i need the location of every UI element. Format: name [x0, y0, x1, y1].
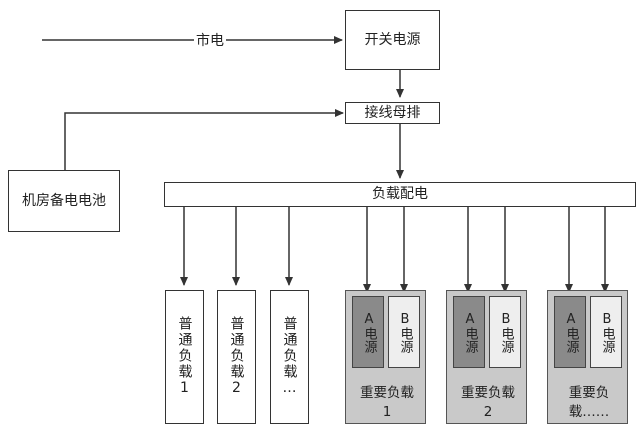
mains-label: 市电: [194, 30, 226, 50]
load-distribution-node: 负载配电: [164, 182, 636, 207]
important-load-group-2: A电源 B电源 重要负载2: [446, 290, 527, 424]
power-a-box: A电源: [352, 296, 384, 368]
important-load-2-label: 重要负载2: [461, 385, 515, 420]
normal-load-2: 普通负载2: [217, 290, 256, 424]
important-load-3-label: 重要负载……: [568, 385, 610, 420]
power-b-box: B电源: [590, 296, 622, 368]
power-a-box: A电源: [554, 296, 586, 368]
normal-load-2-label: 普通负载2: [228, 316, 245, 398]
normal-load-1-label: 普通负载1: [176, 316, 193, 398]
normal-load-3: 普通负载…: [270, 290, 309, 424]
power-a-box: A电源: [453, 296, 485, 368]
battery-node: 机房备电电池: [8, 170, 120, 232]
important-load-1-label: 重要负载1: [360, 385, 414, 420]
normal-load-3-label: 普通负载…: [281, 316, 298, 398]
switch-power-node: 开关电源: [345, 10, 440, 70]
battery-to-busbar: [64, 109, 344, 170]
important-load-group-1: A电源 B电源 重要负载1: [345, 290, 426, 424]
power-b-box: B电源: [489, 296, 521, 368]
battery-label: 机房备电电池: [22, 192, 106, 209]
busbar-node: 接线母排: [345, 102, 440, 124]
power-b-box: B电源: [388, 296, 420, 368]
normal-load-1: 普通负载1: [165, 290, 204, 424]
important-load-group-3: A电源 B电源 重要负载……: [547, 290, 628, 424]
